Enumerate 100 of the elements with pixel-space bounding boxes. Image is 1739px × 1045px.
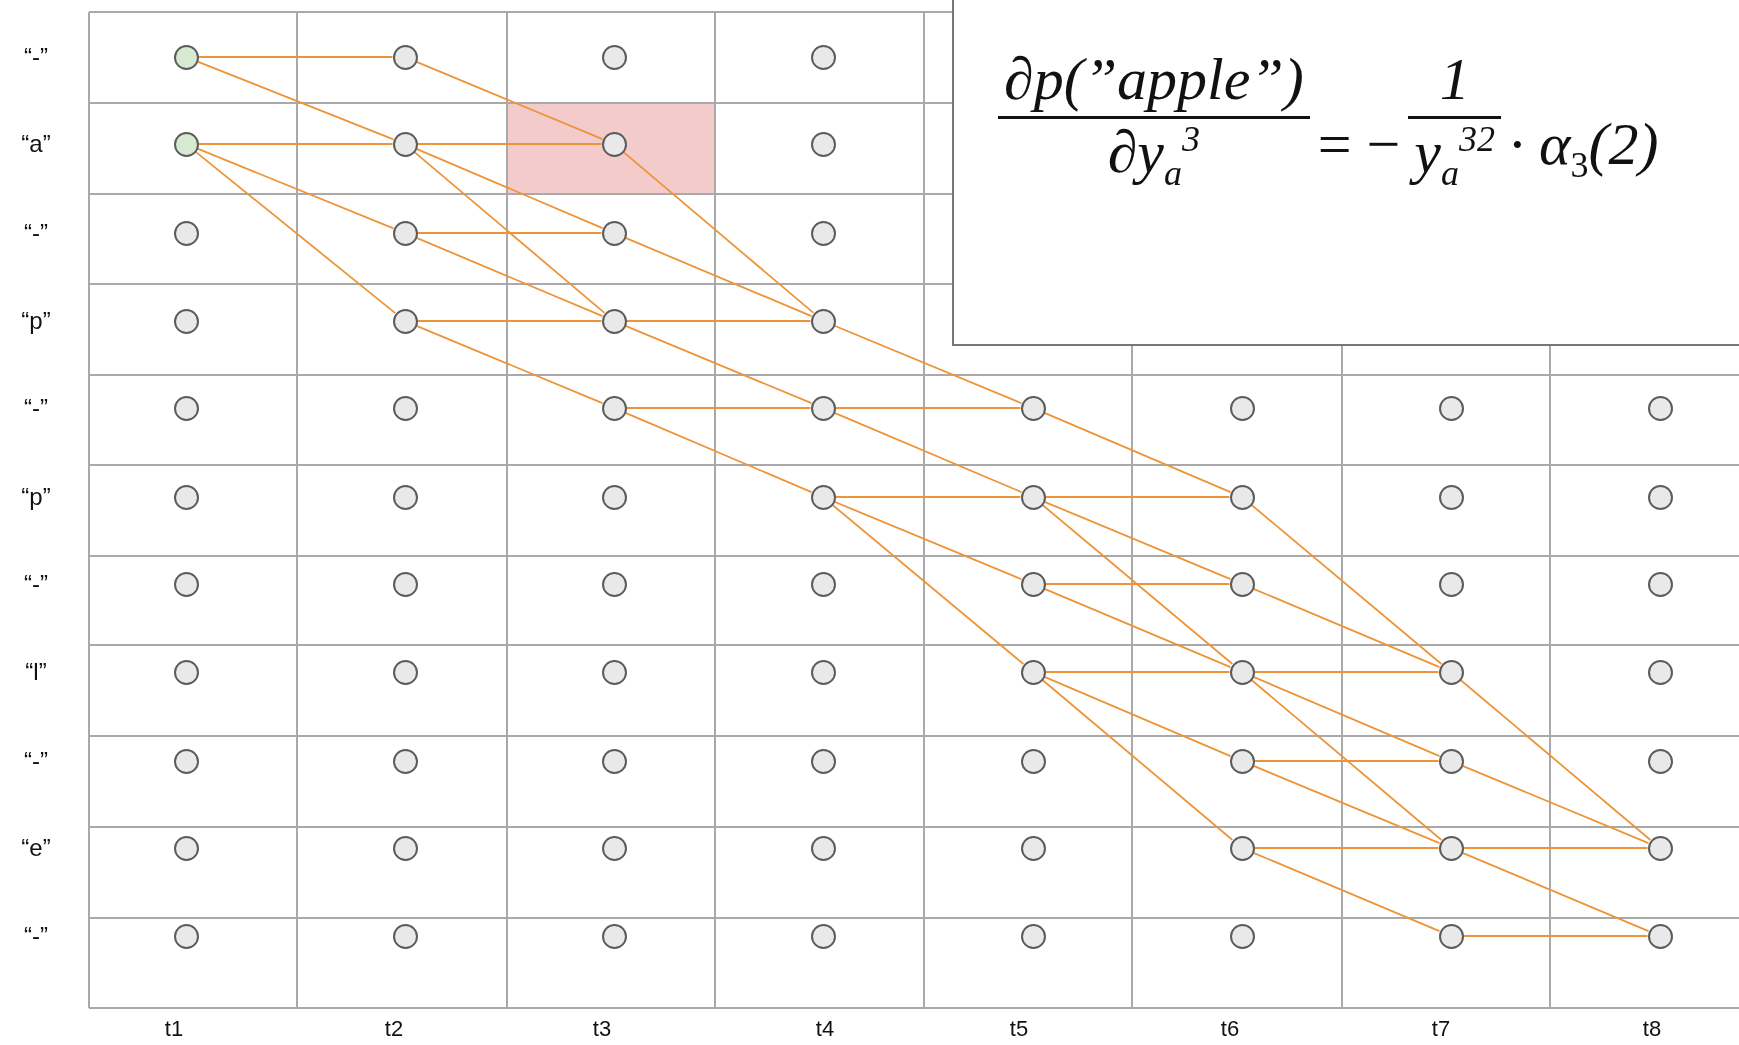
state-circle bbox=[1229, 923, 1255, 949]
state-circle bbox=[392, 659, 418, 685]
path-line bbox=[1253, 760, 1440, 762]
path-line bbox=[1044, 496, 1231, 498]
row-label: “a” bbox=[20, 130, 52, 158]
path-line bbox=[1041, 679, 1234, 841]
state-circle bbox=[1020, 659, 1046, 685]
formula-box bbox=[952, 0, 1739, 346]
path-line bbox=[1461, 851, 1650, 933]
path-line bbox=[622, 151, 815, 314]
time-label: t5 bbox=[1009, 1016, 1029, 1042]
row-label: “-” bbox=[23, 219, 49, 247]
state-circle bbox=[173, 571, 199, 597]
state-circle bbox=[601, 220, 627, 246]
state-circle bbox=[601, 571, 627, 597]
path-line bbox=[1253, 847, 1440, 849]
state-circle bbox=[173, 131, 199, 157]
path-line bbox=[1044, 583, 1231, 585]
state-circle bbox=[810, 748, 836, 774]
row-label: “e” bbox=[20, 834, 52, 862]
path-line bbox=[1043, 587, 1232, 669]
path-line bbox=[1043, 676, 1232, 757]
state-circle bbox=[1020, 748, 1046, 774]
state-circle bbox=[601, 748, 627, 774]
state-circle bbox=[1647, 571, 1673, 597]
path-line bbox=[834, 496, 1022, 498]
row-label: “-” bbox=[23, 394, 49, 422]
state-circle bbox=[601, 835, 627, 861]
path-line bbox=[834, 407, 1022, 409]
time-label: t6 bbox=[1220, 1016, 1240, 1042]
path-line bbox=[415, 236, 604, 318]
state-circle bbox=[810, 131, 836, 157]
path-line bbox=[833, 412, 1023, 493]
state-circle bbox=[173, 484, 199, 510]
path-line bbox=[415, 324, 604, 405]
time-label: t3 bbox=[592, 1016, 612, 1042]
state-circle bbox=[173, 835, 199, 861]
state-circle bbox=[601, 395, 627, 421]
state-circle bbox=[1438, 571, 1464, 597]
state-circle bbox=[810, 835, 836, 861]
state-circle bbox=[810, 659, 836, 685]
state-circle bbox=[810, 484, 836, 510]
state-circle bbox=[1229, 835, 1255, 861]
path-line bbox=[625, 320, 812, 322]
path-line bbox=[1250, 679, 1443, 841]
path-line bbox=[1044, 671, 1231, 673]
row-label: “-” bbox=[23, 43, 49, 71]
time-label: t4 bbox=[815, 1016, 835, 1042]
path-line bbox=[833, 324, 1023, 405]
state-circle bbox=[173, 659, 199, 685]
state-circle bbox=[173, 923, 199, 949]
path-line bbox=[194, 150, 397, 315]
state-circle bbox=[810, 923, 836, 949]
state-circle bbox=[392, 220, 418, 246]
state-circle bbox=[392, 923, 418, 949]
row-label: “l” bbox=[24, 658, 48, 686]
path-line bbox=[196, 147, 395, 230]
path-line bbox=[1252, 851, 1441, 933]
path-line bbox=[625, 407, 812, 409]
state-circle bbox=[1020, 395, 1046, 421]
state-circle bbox=[1647, 748, 1673, 774]
path-line bbox=[1253, 671, 1440, 673]
path-line bbox=[624, 412, 813, 493]
state-circle bbox=[392, 131, 418, 157]
path-line bbox=[624, 236, 813, 318]
state-circle bbox=[1647, 835, 1673, 861]
state-circle bbox=[1229, 484, 1255, 510]
state-circle bbox=[392, 308, 418, 334]
row-label: “-” bbox=[23, 570, 49, 598]
state-circle bbox=[810, 308, 836, 334]
path-line bbox=[1252, 676, 1441, 757]
state-circle bbox=[392, 395, 418, 421]
state-circle bbox=[1438, 835, 1464, 861]
path-line bbox=[197, 56, 394, 58]
state-circle bbox=[392, 484, 418, 510]
path-line bbox=[416, 143, 603, 145]
time-label: t7 bbox=[1431, 1016, 1451, 1042]
state-circle bbox=[1020, 835, 1046, 861]
state-circle bbox=[1438, 484, 1464, 510]
row-label: “-” bbox=[23, 747, 49, 775]
path-line bbox=[1043, 412, 1232, 493]
state-circle bbox=[601, 308, 627, 334]
path-line bbox=[196, 60, 395, 141]
row-label: “p” bbox=[20, 307, 52, 335]
state-circle bbox=[392, 835, 418, 861]
path-line bbox=[1252, 587, 1441, 669]
state-circle bbox=[173, 748, 199, 774]
state-circle bbox=[1647, 923, 1673, 949]
state-circle bbox=[601, 44, 627, 70]
path-line bbox=[1041, 504, 1234, 665]
state-circle bbox=[1020, 923, 1046, 949]
path-line bbox=[1462, 847, 1649, 849]
path-line bbox=[1462, 935, 1649, 937]
path-line bbox=[624, 324, 813, 405]
state-circle bbox=[1647, 395, 1673, 421]
state-circle bbox=[1647, 484, 1673, 510]
formula-operator: = − bbox=[1317, 110, 1401, 179]
state-circle bbox=[1438, 395, 1464, 421]
state-circle bbox=[173, 395, 199, 421]
state-circle bbox=[1438, 748, 1464, 774]
